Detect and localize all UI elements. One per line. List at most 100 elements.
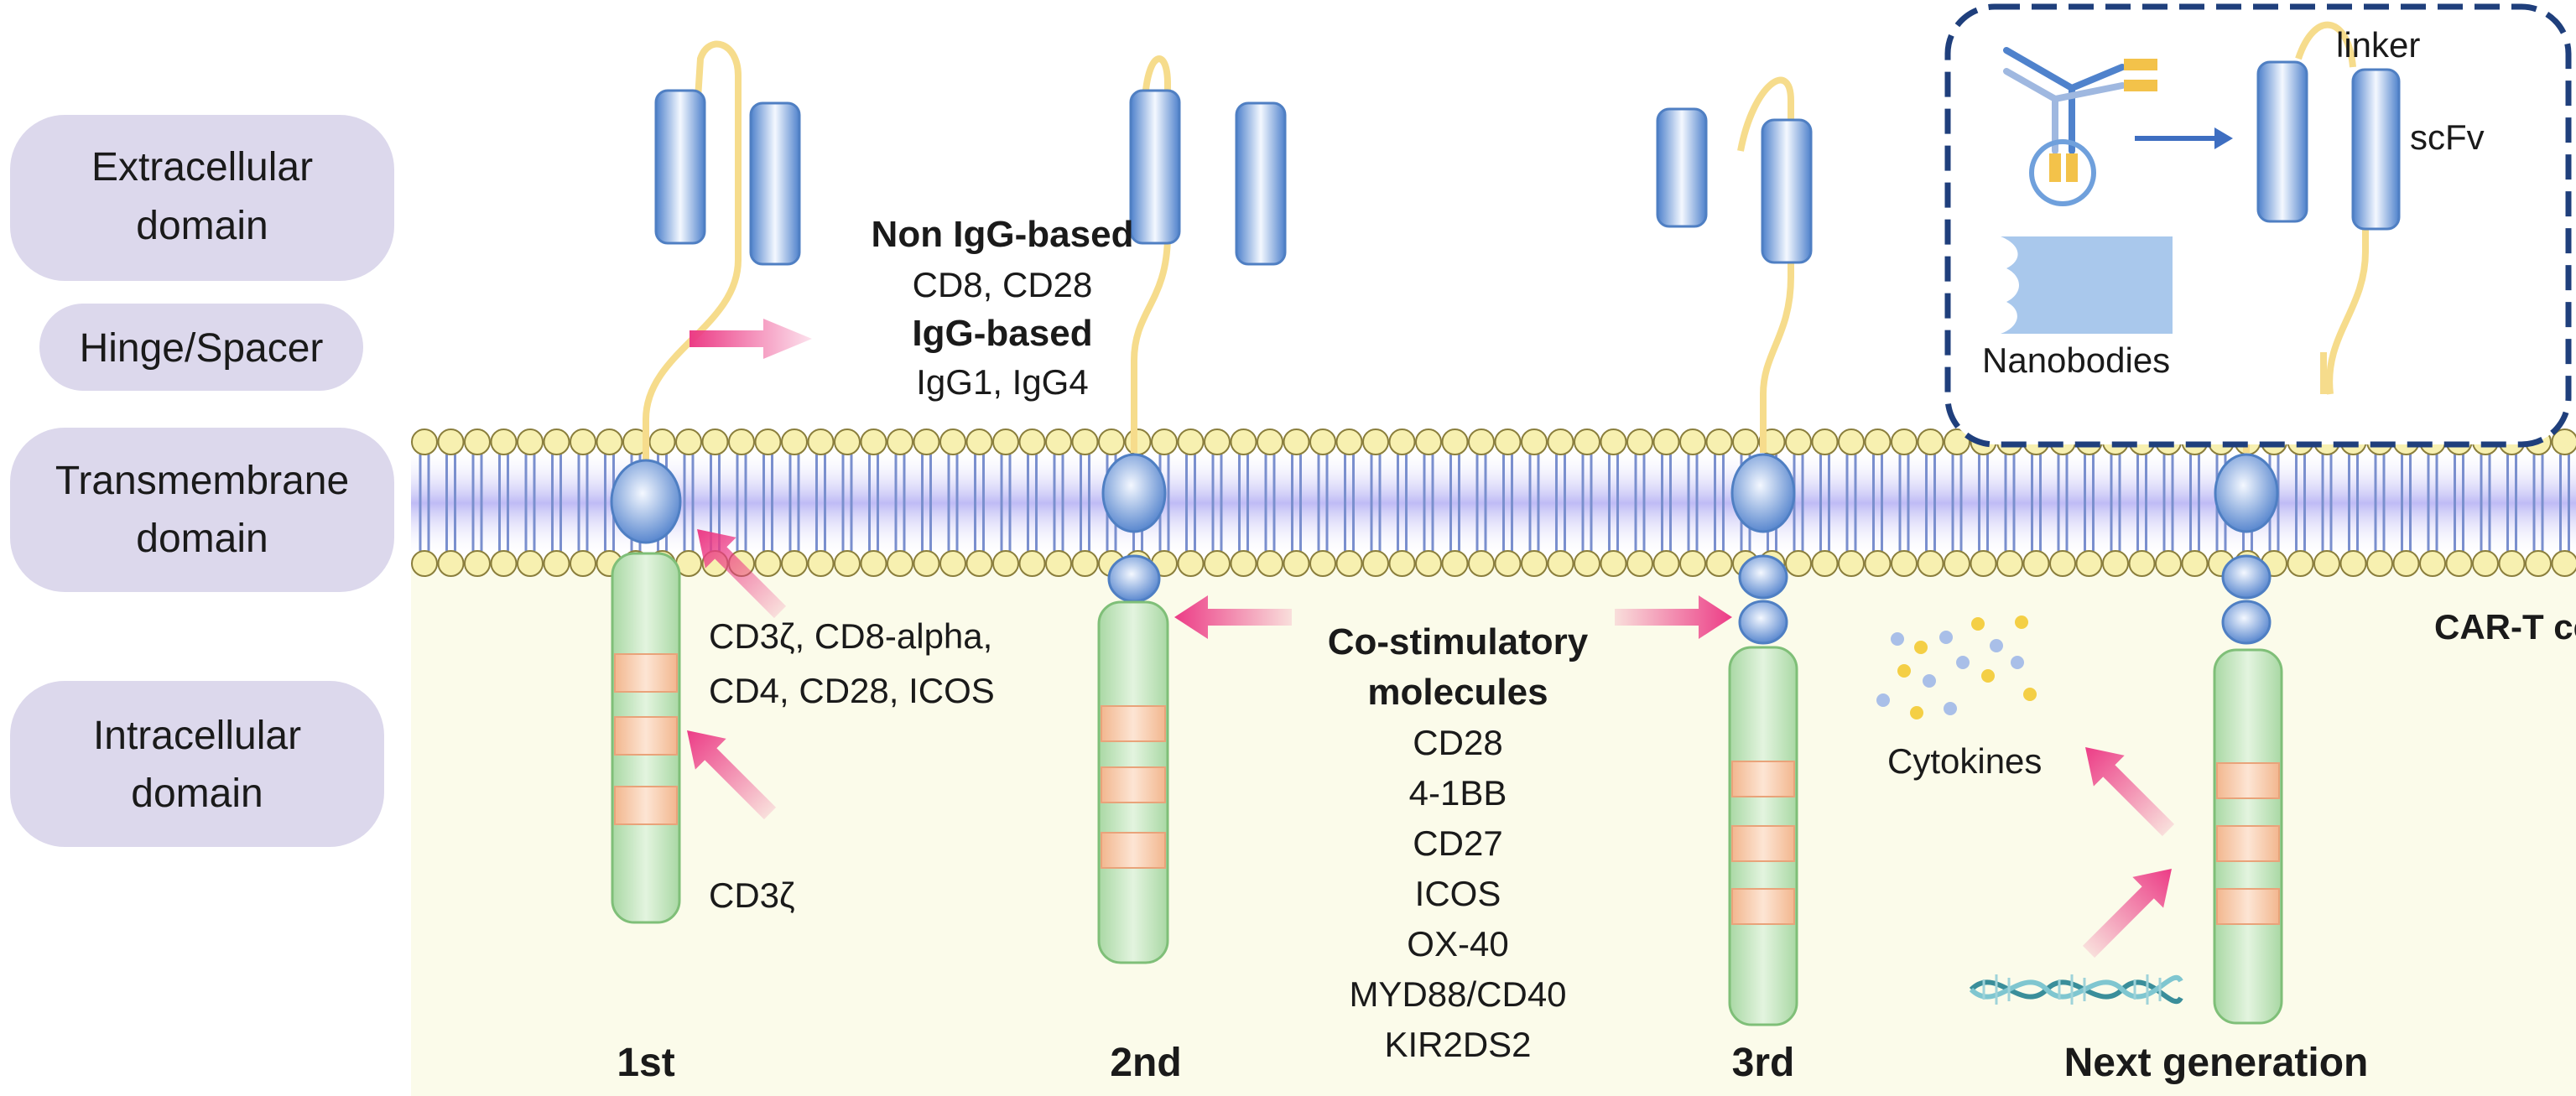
lipid-head [1811, 429, 1839, 455]
lipid-head [1124, 429, 1152, 455]
tm-domain-1st [610, 459, 682, 544]
lipid-head [2128, 550, 2156, 577]
lipid-head [1388, 429, 1416, 455]
lipid-head [1785, 429, 1812, 455]
antigen-binding-inset: linker scFv Nanobodies [1944, 3, 2572, 448]
lipid-head [411, 429, 438, 455]
costim-title-line1: Co-stimulatory [1328, 621, 1589, 662]
lipid-head [1018, 550, 1046, 577]
lipid-head [1335, 550, 1363, 577]
non-igg-items: CD8, CD28 [913, 265, 1093, 304]
lipid-head [411, 550, 438, 577]
car-3rd-generation [1656, 76, 1813, 1026]
generation-labels: 1st 2nd 3rd Next generation [617, 1041, 2368, 1085]
lipid-head [992, 550, 1019, 577]
intracellular-line1: Intracellular [93, 714, 301, 758]
lipid-head [2313, 550, 2340, 577]
lipid-head [992, 429, 1019, 455]
lipid-head [1838, 550, 1865, 577]
lipid-head [1785, 550, 1812, 577]
arrows [687, 319, 2175, 958]
generation-label-1st: 1st [617, 1041, 674, 1085]
transmembrane-line1: Transmembrane [55, 459, 349, 503]
nanobody-shape [2001, 236, 2173, 334]
arrow-cytokines [2085, 747, 2175, 837]
lipid-head [1652, 429, 1680, 455]
lipid-head [781, 550, 808, 577]
lipid-head [1652, 550, 1680, 577]
itam-1st-1 [614, 653, 678, 693]
lipid-head [1362, 550, 1389, 577]
costim-domain-3rd-1 [1738, 554, 1788, 600]
lipid-head [1257, 550, 1283, 577]
lipid-head [1864, 429, 1892, 455]
lipid-head [2049, 550, 2076, 577]
lipid-head [1600, 429, 1627, 455]
cytokine-particles [1876, 616, 2037, 719]
lipid-head [1309, 429, 1336, 455]
lipid-head [517, 550, 544, 577]
transmembrane-line2: domain [136, 517, 268, 561]
lipid-head [1679, 550, 1706, 577]
lipid-head [1468, 429, 1495, 455]
itam-3rd-3 [1731, 888, 1795, 925]
igg-items: IgG1, IgG4 [916, 362, 1088, 402]
antibody-icon [2003, 47, 2157, 206]
lipid-head [648, 429, 676, 455]
lipid-head [1917, 550, 1944, 577]
lipid-head [754, 550, 782, 577]
lipid-head [1177, 429, 1205, 455]
transmembrane-text-block: CD3ζ, CD8-alpha, CD4, CD28, ICOS [709, 616, 995, 710]
lipid-head [1521, 550, 1548, 577]
domain-label-intracellular: Intracellular domain [10, 681, 384, 847]
scfv-vh-1st [654, 89, 706, 245]
lipid-head [1045, 550, 1072, 577]
tm-domain-3rd [1730, 453, 1796, 533]
lipid-head [570, 429, 596, 455]
scfv-vh-2nd [1129, 89, 1181, 245]
lipid-head [2551, 429, 2576, 455]
costim-item: OX-40 [1407, 924, 1508, 964]
arrow-costim-right [1615, 595, 1732, 639]
lipid-head [1838, 429, 1865, 455]
arrow-signal [687, 730, 777, 820]
nanobodies-label: Nanobodies [1982, 340, 2170, 380]
lipid-head [1415, 550, 1442, 577]
lipid-head [834, 429, 861, 455]
lipid-head [1944, 550, 1970, 577]
itam-next-3 [2216, 888, 2280, 925]
lipid-head [1521, 429, 1548, 455]
lipid-head [701, 429, 729, 455]
lipid-head [1283, 429, 1310, 455]
lipid-head [1494, 429, 1522, 455]
lipid-head [1626, 429, 1653, 455]
lipid-head [1811, 550, 1839, 577]
scfv-vl-1st [749, 101, 801, 266]
lipid-head [1230, 429, 1257, 455]
lipid-head [2102, 550, 2129, 577]
lipid-head [1547, 550, 1574, 577]
lipid-head [2181, 550, 2209, 577]
lipid-head [2525, 550, 2552, 577]
lipid-head [965, 550, 993, 577]
lipid-head [1574, 429, 1600, 455]
intracellular-line2: domain [131, 771, 263, 816]
lipid-head [2551, 550, 2576, 577]
tm-options-line2: CD4, CD28, ICOS [709, 671, 995, 710]
lipid-head [2392, 550, 2420, 577]
costim-item: 4-1BB [1409, 773, 1507, 813]
scfv-vl-3rd [1761, 118, 1813, 264]
lipid-head [834, 550, 861, 577]
costim-title-line2: molecules [1367, 672, 1548, 713]
lipid-head [2339, 550, 2367, 577]
itam-2nd-1 [1101, 705, 1166, 742]
generation-label-3rd: 3rd [1732, 1041, 1795, 1085]
tm-domain-next [2214, 453, 2279, 533]
itam-3rd-1 [1731, 761, 1795, 797]
car-next-generation [1876, 64, 2285, 1025]
hinge-text-block: Non IgG-based CD8, CD28 IgG-based IgG1, … [872, 214, 1134, 402]
lipid-head [1098, 429, 1125, 455]
lipid-head [1891, 550, 1918, 577]
tm-domain-2nd [1101, 453, 1167, 533]
